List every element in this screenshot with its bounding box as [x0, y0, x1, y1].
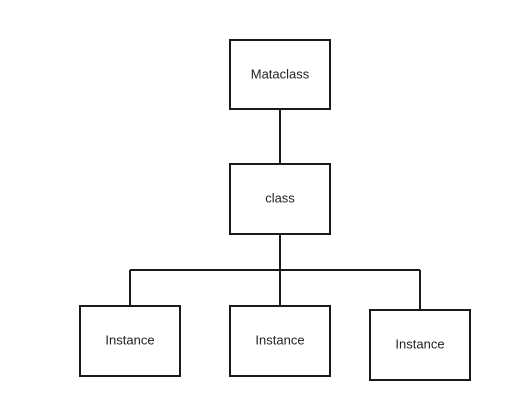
- node-class-box: [229, 163, 331, 235]
- node-instance-1-box: [79, 305, 181, 377]
- node-metaclass-label: Mataclass: [251, 66, 310, 81]
- node-metaclass: Mataclass: [229, 39, 331, 110]
- node-instance-2: Instance: [229, 305, 331, 377]
- connectors: [129, 109, 421, 310]
- node-instance-3: Instance: [369, 309, 471, 381]
- node-instance-2-box: [229, 305, 331, 377]
- node-instance-1: Instance: [79, 305, 181, 377]
- node-instance-3-label: Instance: [395, 336, 444, 351]
- node-instance-2-label: Instance: [255, 332, 304, 347]
- node-instance-1-label: Instance: [105, 332, 154, 347]
- node-class-label: class: [265, 190, 295, 205]
- node-class: class: [229, 163, 331, 235]
- node-metaclass-box: [229, 39, 331, 110]
- node-instance-3-box: [369, 309, 471, 381]
